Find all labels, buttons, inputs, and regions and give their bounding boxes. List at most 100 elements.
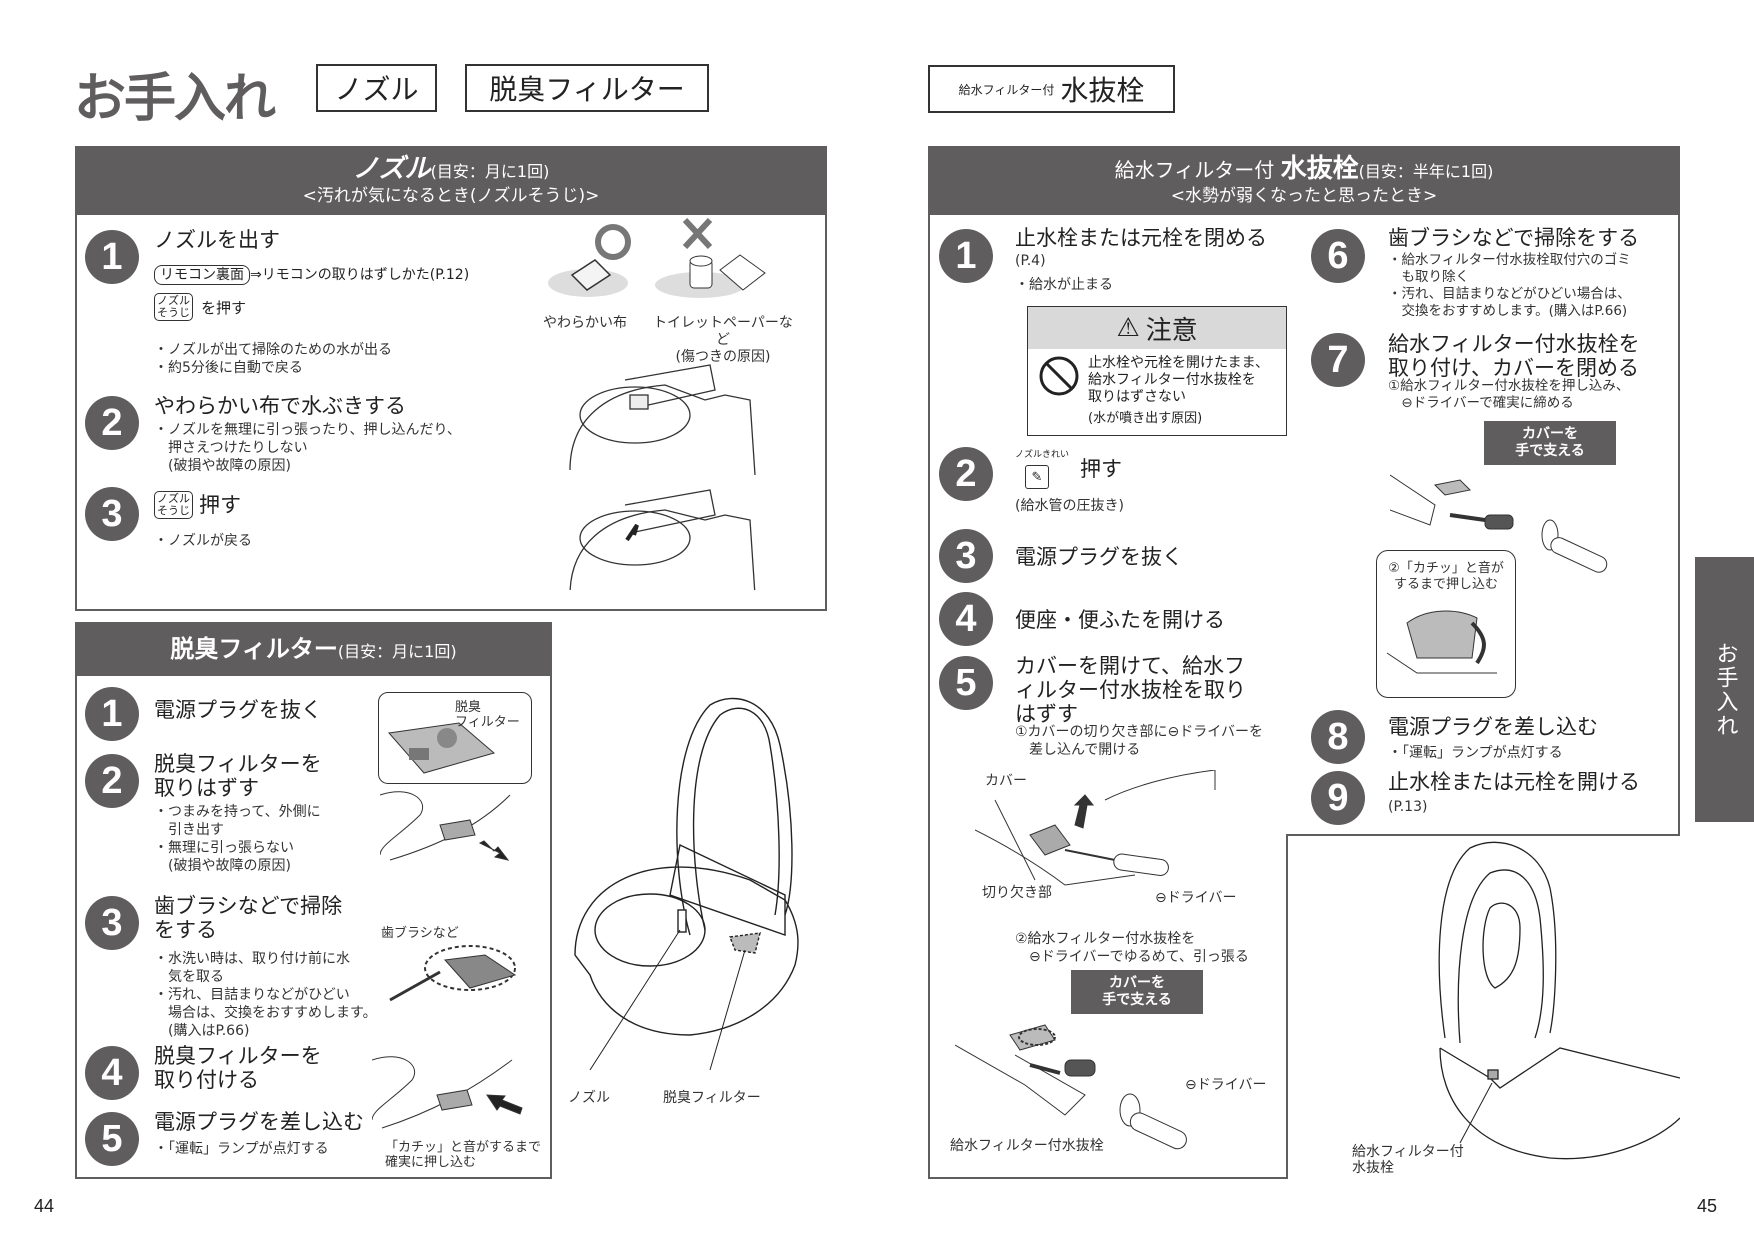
cover-close-icon bbox=[1386, 610, 1497, 674]
label-line: 水抜栓 bbox=[1352, 1160, 1394, 1176]
filter-pull-icon bbox=[380, 791, 511, 861]
caution-reason: (水が噴き出す原因) bbox=[1088, 411, 1203, 426]
step-3-row: ノズルそうじ 押す bbox=[154, 491, 241, 519]
click-line: するまで押し込む bbox=[1393, 577, 1498, 592]
note-line: 交換をおすすめします。(購入はP.66) bbox=[1388, 303, 1628, 319]
cover-screwdriver-icon bbox=[975, 770, 1216, 886]
drain-condition: <水勢が弱くなったと思ったとき> bbox=[1170, 186, 1438, 206]
bad-label-line2: (傷つきの原因) bbox=[675, 349, 771, 365]
nozzle-frequency: (目安：月に1回) bbox=[430, 162, 550, 181]
step-number-4: 4 bbox=[85, 1046, 139, 1100]
note-line: 場合は、交換をおすすめします。 bbox=[154, 1005, 377, 1021]
callout-line: 手で支える bbox=[1102, 992, 1172, 1008]
tag-drain-big: 水抜栓 bbox=[1060, 74, 1145, 107]
step-title: 電源プラグを抜く bbox=[154, 698, 322, 722]
bad-label-line1: トイレットペーパーなど bbox=[653, 315, 793, 348]
step-number-2: 2 bbox=[85, 396, 139, 450]
callout-line: 脱臭 bbox=[455, 700, 482, 715]
step-title: やわらかい布で水ぶきする bbox=[154, 394, 406, 418]
toothbrush-label: 歯ブラシなど bbox=[381, 926, 459, 941]
step-notes: ・給水フィルター付水抜栓取付穴のゴミ も取り除く ・汚れ、目詰まりなどがひどい場… bbox=[1388, 252, 1631, 320]
step-notes: ・「運転」ランプが点灯する bbox=[154, 1141, 329, 1157]
step-notes: ・「運転」ランプが点灯する bbox=[1388, 745, 1563, 761]
page-title: お手入れ bbox=[74, 69, 276, 129]
key-label-top: ノズル bbox=[157, 492, 190, 505]
step-title: カバーを開けて、給水フィルター付水抜栓を取りはずす bbox=[1015, 654, 1246, 726]
step-notes: ①カバーの切り欠き部に⊖ドライバーを 差し込んで開ける bbox=[1015, 723, 1263, 759]
click-callout-bubble: ②「カチッ」と音が するまで押し込む bbox=[1376, 550, 1516, 698]
step-number-6: 6 bbox=[1311, 229, 1365, 283]
step-title: 電源プラグを差し込む bbox=[154, 1110, 364, 1134]
side-tab-care[interactable]: お手入れ bbox=[1695, 557, 1754, 822]
drain-plug-removal-icon bbox=[955, 1024, 1187, 1150]
nozzle-panel-header: ノズル(目安：月に1回) <汚れが気になるとき(ノズルそうじ)> bbox=[77, 148, 825, 215]
note-line: ⊖ドライバーでゆるめて、引っ張る bbox=[1015, 949, 1249, 965]
note-line: ・水洗い時は、取り付け前に水 bbox=[154, 951, 350, 967]
caution-title: 注意 bbox=[1145, 315, 1198, 346]
toilet-nozzle-icon bbox=[569, 364, 756, 590]
toothbrush-icon bbox=[389, 945, 517, 1002]
callout-line: カバーを bbox=[1522, 426, 1578, 442]
step-title: 便座・便ふたを開ける bbox=[1015, 608, 1225, 632]
drain-install-illustration bbox=[1390, 465, 1620, 575]
cloth-comparison-illustration bbox=[540, 215, 790, 350]
drain-title: 水抜栓 bbox=[1280, 154, 1359, 184]
remote-back-button-label: リモコン裏面 bbox=[154, 265, 250, 285]
note-line: ②給水フィルター付水抜栓を bbox=[1015, 931, 1196, 947]
step-number-3: 3 bbox=[85, 487, 139, 541]
drain-panel-header: 給水フィルター付 水抜栓(目安：半年に1回) <水勢が弱くなったと思ったとき> bbox=[930, 148, 1678, 215]
filter-title: 脱臭フィルター bbox=[170, 635, 338, 663]
tag-nozzle: ノズル bbox=[316, 64, 437, 112]
filter-callout-bubble bbox=[378, 692, 532, 784]
filter-part-icon bbox=[388, 722, 496, 774]
note-line: ・約5分後に自動で戻る bbox=[154, 360, 303, 376]
step-number-5: 5 bbox=[85, 1112, 139, 1166]
filter-frequency: (目安：月に1回) bbox=[337, 642, 457, 661]
drain-panel-lower bbox=[928, 834, 1288, 1179]
callout-line: フィルター bbox=[455, 715, 520, 730]
click-note-line: 「カチッ」と音がするまで bbox=[385, 1140, 542, 1155]
step-title: 給水フィルター付水抜栓を取り付け、カバーを閉める bbox=[1388, 332, 1640, 380]
page-number-right: 45 bbox=[1697, 1196, 1718, 1216]
step-number-2: 2 bbox=[85, 754, 139, 808]
nozzle-title: ノズル bbox=[352, 154, 431, 184]
caution-line: 止水栓や元栓を開けたまま、 bbox=[1088, 355, 1270, 371]
click-line: ②「カチッ」と音が bbox=[1388, 561, 1504, 576]
toothbrush-cleaning-illustration bbox=[385, 940, 535, 1005]
drain-panel-divider bbox=[1286, 834, 1680, 836]
step-number-3: 3 bbox=[939, 529, 993, 583]
key-label-top: ノズル bbox=[157, 294, 190, 307]
label-line: 給水フィルター付 bbox=[1352, 1144, 1464, 1160]
nozzle-clean-key-row: ノズルそうじ を押す bbox=[154, 293, 246, 321]
step-title: 押す bbox=[199, 493, 241, 517]
callout-line: カバーを bbox=[1109, 975, 1165, 991]
callout-line: 手で支える bbox=[1515, 443, 1585, 459]
caution-body: 止水栓や元栓を開けたまま、 給水フィルター付水抜栓を 取りはずさない (水が噴き… bbox=[1028, 349, 1286, 427]
note-line: ・ノズルが出て掃除のための水が出る bbox=[154, 342, 392, 358]
filter-push-icon bbox=[372, 1056, 523, 1129]
prohibited-icon bbox=[1039, 356, 1079, 396]
step-number-1: 1 bbox=[85, 230, 139, 284]
cover-open-illustration bbox=[975, 770, 1245, 905]
caution-header: ⚠ 注意 bbox=[1028, 307, 1286, 349]
step-title: ノズルを出す bbox=[154, 228, 280, 252]
drain-location-label: 給水フィルター付 水抜栓 bbox=[1352, 1144, 1464, 1176]
drain-title-prefix: 給水フィルター付 bbox=[1114, 158, 1275, 182]
step-title: 押す bbox=[1080, 457, 1122, 481]
step-notes: ・ノズルが出て掃除のための水が出る ・約5分後に自動で戻る bbox=[154, 341, 392, 377]
note-line: 引き出す bbox=[154, 822, 224, 838]
drain-frequency: (目安：半年に1回) bbox=[1358, 162, 1494, 181]
step-ref: (P.13) bbox=[1388, 799, 1428, 815]
step-title: 電源プラグを抜く bbox=[1015, 545, 1183, 569]
cloth-vs-paper-icon bbox=[548, 217, 766, 298]
step-title: 歯ブラシなどで掃除をする bbox=[1388, 226, 1640, 250]
step-title: 脱臭フィルターを取りはずす bbox=[154, 752, 322, 800]
nozzle-clean-key-icon: ノズルそうじ bbox=[154, 491, 193, 519]
filter-insert-illustration bbox=[372, 1050, 532, 1130]
toilet-drain-location-illustration bbox=[1430, 838, 1680, 1168]
screwdriver-label: ⊖ドライバー bbox=[1155, 890, 1237, 906]
key-label-bottom: そうじ bbox=[157, 504, 190, 517]
drain-panel: 給水フィルター付 水抜栓(目安：半年に1回) <水勢が弱くなったと思ったとき> bbox=[928, 146, 1680, 836]
tag-drain-plug: 給水フィルター付 水抜栓 bbox=[928, 65, 1175, 113]
note-line: (購入はP.66) bbox=[154, 1023, 250, 1039]
